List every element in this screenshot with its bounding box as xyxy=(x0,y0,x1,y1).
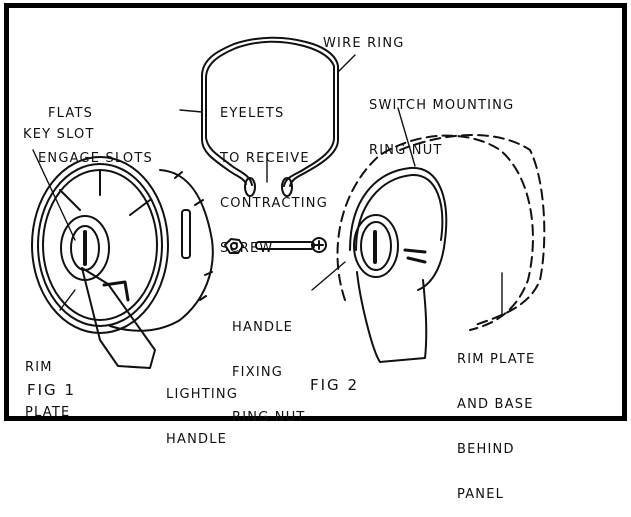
label-handle-fixing-ring-nut: HANDLE FIXING RING NUT xyxy=(232,290,306,440)
leader-wire-ring xyxy=(337,54,356,73)
label-rim-plate: RIM PLATE xyxy=(25,330,70,435)
label-rim-plate-and-base: RIM PLATE AND BASE BEHIND PANEL xyxy=(457,322,535,517)
label-flats-line2: ENGAGE SLOTS xyxy=(38,151,153,166)
label-rim-plate-base-line2: AND BASE xyxy=(457,397,534,412)
label-key-slot: KEY SLOT xyxy=(23,127,95,142)
label-switch-mounting-line2: RING NUT xyxy=(369,143,443,158)
label-rim-plate-line1: RIM xyxy=(25,360,53,375)
leader-key-slot xyxy=(32,149,76,241)
label-flats-engage-slots: FLATS ENGAGE SLOTS xyxy=(38,76,153,181)
label-wire-ring: WIRE RING xyxy=(323,36,405,51)
label-rim-plate-base-line3: BEHIND xyxy=(457,442,515,457)
label-handle-fixing-line3: RING NUT xyxy=(232,410,306,425)
label-eyelets-line4: SCREW xyxy=(220,241,274,256)
leader-switch-mounting xyxy=(397,107,416,167)
leader-rim-plate xyxy=(59,289,76,311)
nut-and-screw xyxy=(224,237,327,254)
label-lighting-handle: LIGHTING HANDLE xyxy=(166,357,238,462)
label-eyelets: EYELETS TO RECEIVE CONTRACTING SCREW xyxy=(220,76,328,271)
fig2-switch xyxy=(336,134,546,363)
label-switch-mounting-ring-nut: SWITCH MOUNTING RING NUT xyxy=(369,68,514,173)
label-eyelets-line3: CONTRACTING xyxy=(220,196,328,211)
label-eyelets-line1: EYELETS xyxy=(220,106,285,121)
label-rim-plate-base-line4: PANEL xyxy=(457,487,505,502)
label-handle-fixing-line2: FIXING xyxy=(232,365,284,380)
eyelet-right xyxy=(281,177,293,197)
label-handle-fixing-line1: HANDLE xyxy=(232,320,294,335)
label-rim-plate-base-line1: RIM PLATE xyxy=(457,352,536,367)
wire-ring xyxy=(201,36,339,197)
leader-lines xyxy=(32,54,503,317)
label-rim-plate-line2: PLATE xyxy=(25,405,71,420)
label-lighting-handle-line2: HANDLE xyxy=(166,432,228,447)
label-lighting-handle-line1: LIGHTING xyxy=(166,387,239,402)
fig1-switch xyxy=(31,156,214,369)
label-fig1: FIG 1 xyxy=(27,381,76,399)
label-eyelets-line2: TO RECEIVE xyxy=(220,151,310,166)
label-fig2: FIG 2 xyxy=(310,376,359,394)
label-flats-line1: FLATS xyxy=(48,106,94,121)
label-switch-mounting-line1: SWITCH MOUNTING xyxy=(369,98,515,113)
switch-assembly-drawing xyxy=(31,36,546,369)
leader-flats xyxy=(179,109,203,113)
leader-handle-fixing xyxy=(311,261,346,291)
eyelet-left xyxy=(244,177,256,197)
